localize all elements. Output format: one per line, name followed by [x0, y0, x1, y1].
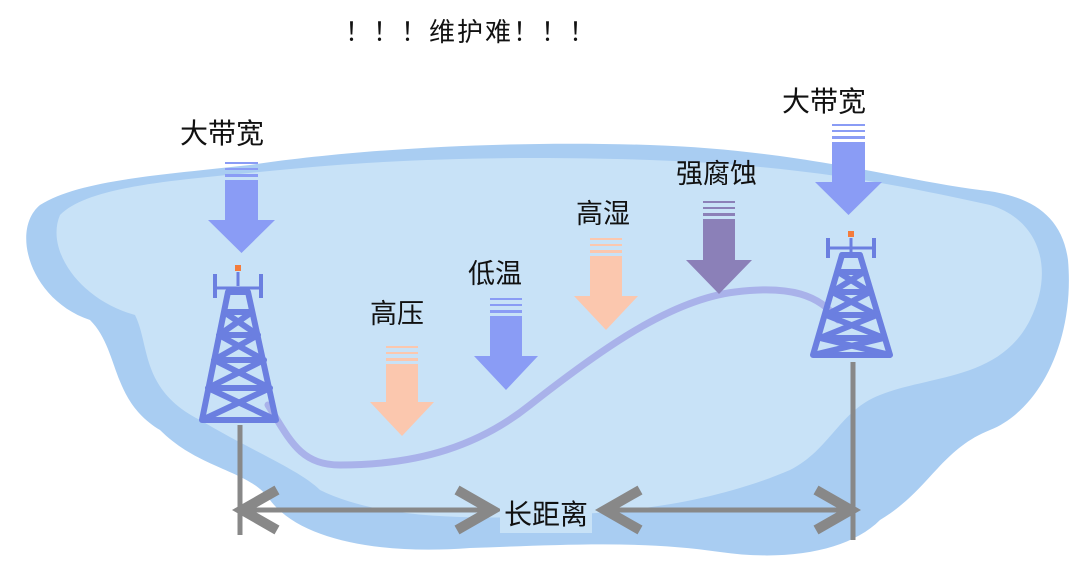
down-arrow-icon-low-temperature — [474, 298, 538, 390]
down-arrow-icon-strong-corrosion — [686, 201, 752, 294]
down-arrow-icon-high-humidity — [574, 238, 638, 330]
label-high-humidity: 高湿 — [576, 199, 630, 230]
down-arrow-icon-bandwidth-left — [208, 162, 275, 253]
down-arrow-icon-high-pressure — [370, 346, 434, 436]
water-inner — [56, 158, 1042, 518]
down-arrow-icon-bandwidth-right — [815, 124, 882, 215]
label-bandwidth-left: 大带宽 — [180, 117, 265, 150]
label-long-distance: 长距离 — [500, 493, 593, 533]
label-high-pressure: 高压 — [370, 299, 424, 330]
label-low-temperature: 低温 — [468, 259, 522, 290]
label-strong-corrosion: 强腐蚀 — [676, 159, 757, 190]
tower-icon-left — [199, 265, 279, 423]
label-bandwidth-right: 大带宽 — [782, 85, 867, 118]
diagram-title: ！！！维护难！！！ — [345, 18, 598, 48]
tower-icon-right — [810, 231, 893, 358]
undersea-cable — [264, 286, 842, 469]
